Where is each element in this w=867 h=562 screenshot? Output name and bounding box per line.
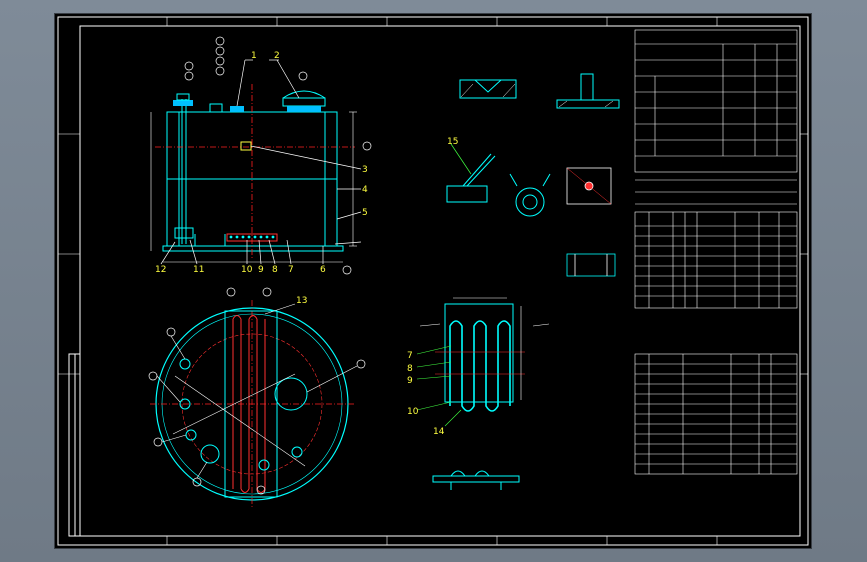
- dip-pipe: [174, 99, 194, 244]
- plan-nozzles: [179, 358, 308, 471]
- callout-3: 3: [362, 165, 368, 175]
- callout-5: 5: [362, 208, 368, 218]
- lug-detail: [566, 167, 616, 277]
- technical-data-table[interactable]: [634, 29, 798, 205]
- parts-list[interactable]: [634, 353, 798, 475]
- coil-box: [444, 303, 514, 403]
- callout-13: 13: [296, 296, 307, 306]
- callout-2: 2: [274, 51, 280, 61]
- callout-7: 7: [288, 265, 294, 275]
- coil-callout-9: 9: [407, 376, 413, 386]
- callout-9: 9: [258, 265, 264, 275]
- coil-tubes: [449, 320, 511, 412]
- plan-centerlines: [150, 300, 355, 508]
- coil-detail[interactable]: 7 8 9 10 14: [407, 297, 550, 490]
- callout-12: 12: [155, 265, 166, 275]
- coil-frame: [224, 310, 278, 498]
- callout-10: 10: [241, 265, 253, 275]
- plan-view[interactable]: 13: [148, 287, 366, 508]
- plan-leaders: [156, 303, 358, 479]
- hatch: [460, 83, 614, 108]
- front-leaders: [160, 59, 362, 265]
- plan-coil: [232, 315, 266, 493]
- coil-callout-14: 14: [433, 427, 445, 437]
- vessel-shell: [162, 111, 344, 252]
- section-cut-icon: [459, 73, 620, 109]
- callout-4: 4: [362, 185, 368, 195]
- front-view[interactable]: 1 2 3 4 5 12 11 10 9 8 7 6: [150, 36, 372, 275]
- bracket-detail: [446, 153, 551, 217]
- section-details[interactable]: 15: [446, 73, 620, 277]
- coil-leaders: [416, 345, 462, 427]
- nozzle-icon: [173, 93, 244, 113]
- nozzle-balloons: [184, 36, 372, 275]
- callout-6: 6: [320, 265, 326, 275]
- sheet-frame: [57, 16, 809, 546]
- callout-15: 15: [447, 137, 458, 147]
- nozzle-table[interactable]: [634, 211, 798, 309]
- front-callouts: 1 2 3 4 5 12 11 10 9 8 7 6: [155, 51, 368, 275]
- drawing-sheet[interactable]: 1 2 3 4 5 12 11 10 9 8 7 6: [55, 14, 811, 548]
- coil-dims: [419, 297, 550, 400]
- drawing-canvas[interactable]: 1 2 3 4 5 12 11 10 9 8 7 6: [55, 14, 811, 548]
- manhole-icon: [282, 90, 326, 112]
- sight-glass: [240, 141, 252, 151]
- coil-callout-10: 10: [407, 407, 419, 417]
- callout-1: 1: [251, 51, 257, 61]
- coil-callout-7: 7: [407, 351, 413, 361]
- callout-8: 8: [272, 265, 278, 275]
- coil-centerlines: [435, 351, 525, 375]
- bottom-coil: [226, 233, 278, 242]
- coil-callout-8: 8: [407, 364, 413, 374]
- callout-11: 11: [193, 265, 204, 275]
- coil-support: [432, 470, 520, 490]
- front-dimensions: [150, 111, 357, 263]
